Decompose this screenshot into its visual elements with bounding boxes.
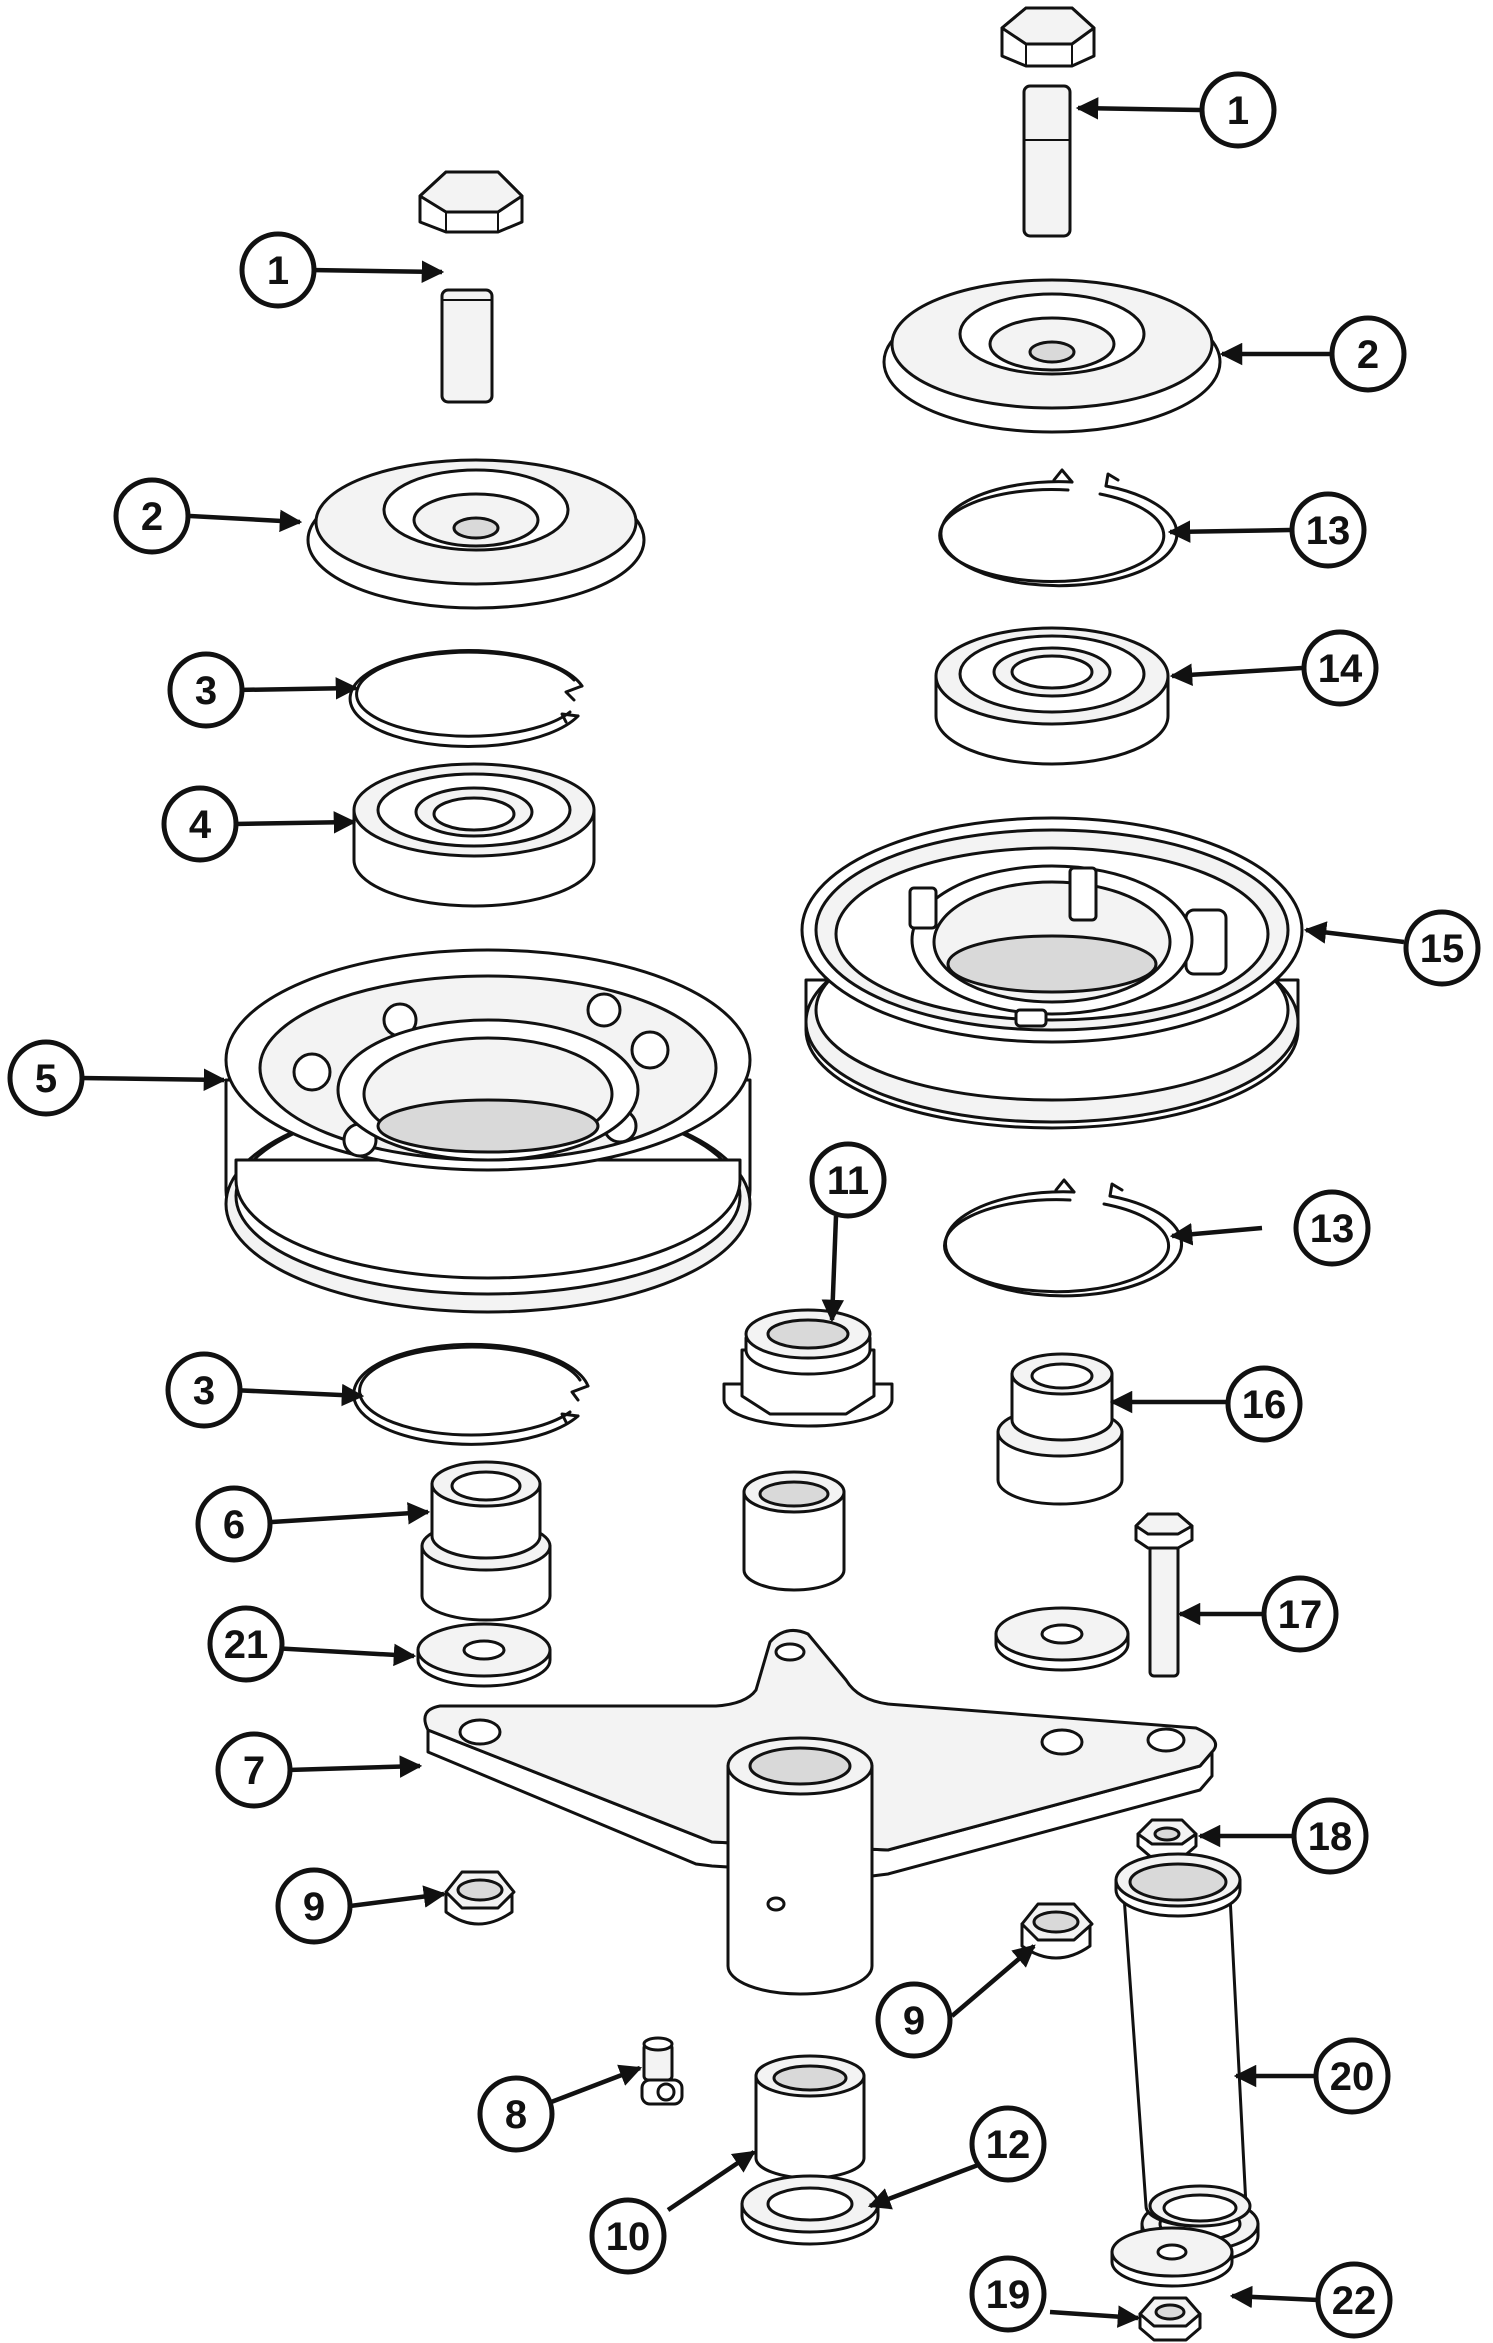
- svg-text:1: 1: [267, 249, 289, 293]
- callout-9-right: 9: [875, 1981, 953, 2059]
- svg-text:11: 11: [827, 1159, 869, 1203]
- svg-text:3: 3: [193, 1369, 215, 1413]
- svg-text:20: 20: [1330, 2055, 1375, 2099]
- svg-text:6: 6: [223, 1503, 245, 1547]
- bolt-left: [418, 170, 524, 404]
- spacer-right: [996, 1352, 1124, 1506]
- callout-18: 18: [1291, 1797, 1369, 1875]
- grease-fitting: [640, 2036, 684, 2106]
- snap-ring-left-bottom: [352, 1342, 590, 1446]
- bearing-left: [352, 762, 596, 908]
- svg-text:13: 13: [1310, 1207, 1355, 1251]
- snap-ring-right-top: [938, 468, 1179, 588]
- thrust-washer-12: [740, 2174, 880, 2246]
- svg-text:14: 14: [1318, 647, 1363, 691]
- callouts: 1 2 3 4 5 3 6 21 7 9 8 10 11 12 1 2 13 1…: [7, 71, 1481, 2339]
- svg-text:15: 15: [1420, 927, 1465, 971]
- callout-5: 5: [7, 1039, 85, 1117]
- sleeve-tube-20: [1114, 1852, 1260, 2264]
- svg-text:18: 18: [1308, 1815, 1353, 1859]
- washer-right: [882, 278, 1222, 434]
- bearing-right: [934, 626, 1170, 766]
- nut-18: [1136, 1818, 1198, 1860]
- callout-2-right: 2: [1329, 315, 1407, 393]
- flat-washer-right: [994, 1606, 1130, 1672]
- callout-22: 22: [1315, 2261, 1393, 2339]
- washer-22: [1110, 2226, 1234, 2288]
- svg-text:17: 17: [1278, 1593, 1323, 1637]
- callout-6: 6: [195, 1485, 273, 1563]
- flange-lock-nut: [722, 1308, 894, 1428]
- callout-20: 20: [1313, 2037, 1391, 2115]
- svg-text:10: 10: [606, 2215, 651, 2259]
- svg-text:1: 1: [1227, 89, 1249, 133]
- svg-text:5: 5: [35, 1057, 57, 1101]
- bushing-upper-center: [742, 1470, 846, 1592]
- callout-1-left: 1: [239, 231, 317, 309]
- callout-19: 19: [969, 2255, 1047, 2333]
- callout-4: 4: [161, 785, 239, 863]
- svg-text:4: 4: [189, 803, 212, 847]
- callout-13-bottom: 13: [1293, 1189, 1371, 1267]
- nut-19: [1138, 2296, 1202, 2342]
- svg-text:2: 2: [1357, 333, 1379, 377]
- callout-11: 11: [809, 1141, 887, 1219]
- svg-text:7: 7: [243, 1749, 265, 1793]
- bushing-lower: [754, 2054, 866, 2180]
- callout-2-left: 2: [113, 477, 191, 555]
- callout-12: 12: [969, 2105, 1047, 2183]
- svg-text:2: 2: [141, 495, 163, 539]
- callout-17: 17: [1261, 1575, 1339, 1653]
- callout-10: 10: [589, 2197, 667, 2275]
- svg-text:3: 3: [195, 669, 217, 713]
- bolt-17: [1134, 1512, 1194, 1678]
- svg-text:9: 9: [303, 1885, 325, 1929]
- svg-text:21: 21: [224, 1623, 269, 1667]
- svg-text:9: 9: [903, 1999, 925, 2043]
- snap-ring-right-bottom: [943, 1178, 1183, 1298]
- svg-text:12: 12: [986, 2123, 1031, 2167]
- washer-left: [306, 458, 646, 610]
- mounting-plate: [423, 1628, 1217, 1996]
- svg-text:8: 8: [505, 2093, 527, 2137]
- pulley-left: [224, 948, 752, 1314]
- callout-13-top: 13: [1289, 491, 1367, 569]
- bolt-right: [1000, 6, 1096, 238]
- hex-nut-left: [444, 1870, 516, 1926]
- callout-7: 7: [215, 1731, 293, 1809]
- flat-washer-21: [416, 1622, 552, 1688]
- callout-14: 14: [1301, 629, 1379, 707]
- svg-text:13: 13: [1306, 509, 1351, 553]
- callout-3-left-top: 3: [167, 651, 245, 729]
- svg-text:19: 19: [986, 2273, 1031, 2317]
- callout-16: 16: [1225, 1365, 1303, 1443]
- callout-9-left: 9: [275, 1867, 353, 1945]
- callout-1-right: 1: [1199, 71, 1277, 149]
- callout-15: 15: [1403, 909, 1481, 987]
- svg-text:16: 16: [1242, 1383, 1287, 1427]
- snap-ring-left-top: [348, 649, 584, 749]
- spacer-left: [420, 1460, 552, 1622]
- callout-3-left-bottom: 3: [165, 1351, 243, 1429]
- callout-21: 21: [207, 1605, 285, 1683]
- svg-text:22: 22: [1332, 2279, 1377, 2323]
- pulley-right: [800, 816, 1304, 1130]
- callout-8: 8: [477, 2075, 555, 2153]
